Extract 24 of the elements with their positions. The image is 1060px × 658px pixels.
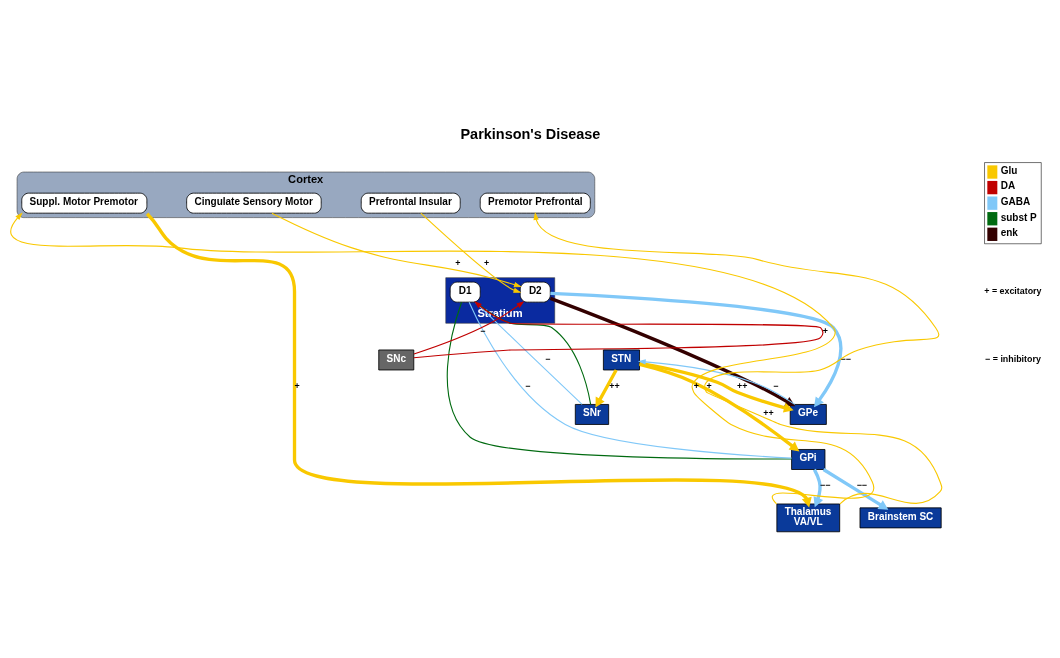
edge-label: + xyxy=(706,380,712,391)
legend-label: enk xyxy=(1000,227,1018,239)
edge-label: −− xyxy=(856,480,868,491)
legend-label: Glu xyxy=(1000,164,1018,176)
edge-label: −− xyxy=(840,353,851,364)
edge-label: + xyxy=(693,380,699,391)
edge-label: ++ xyxy=(609,380,620,391)
legend-label: subst P xyxy=(1000,211,1037,223)
edge-label: ++ xyxy=(737,380,748,391)
edge-label: + xyxy=(294,380,300,391)
edge-label: ++ xyxy=(763,408,774,419)
edge-label: − xyxy=(773,380,779,391)
edge-label: − xyxy=(525,380,531,391)
edge-label: + xyxy=(484,258,490,269)
label: + = excitatory xyxy=(984,285,1042,296)
edge-label: + xyxy=(822,326,828,337)
legend-label: GABA xyxy=(1000,196,1031,208)
diagram-title: Parkinson's Disease xyxy=(460,126,601,143)
edge-label: −− xyxy=(819,480,831,491)
legend-label: DA xyxy=(1000,180,1016,192)
edge-label: − xyxy=(545,353,551,364)
label: − = inhibitory xyxy=(985,353,1041,364)
edge-label: − xyxy=(480,326,486,337)
edge-label: + xyxy=(455,258,461,269)
